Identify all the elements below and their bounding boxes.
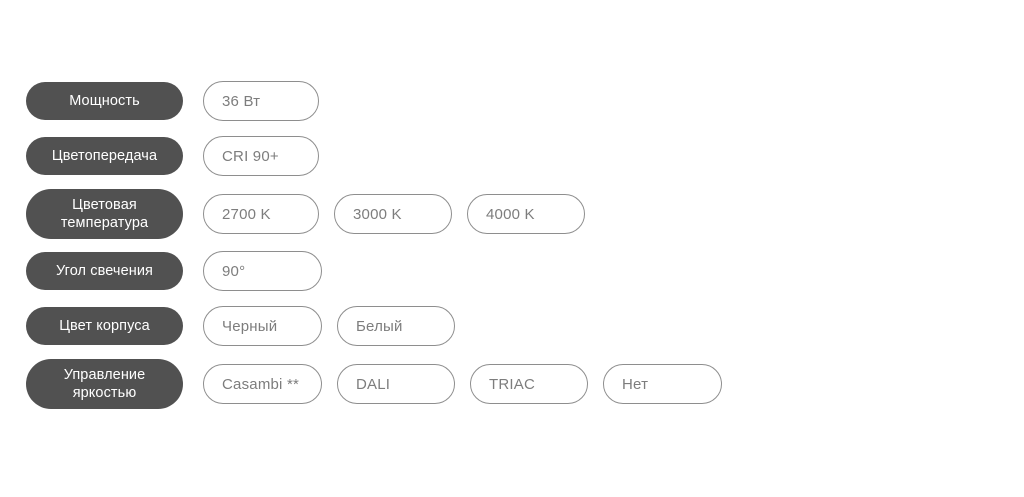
spec-label-housing-color-text: Цвет корпуса — [59, 317, 150, 334]
spec-label-cri: Цветопередача — [26, 137, 183, 175]
spec-label-power: Мощность — [26, 82, 183, 120]
spec-label-beam-angle-text: Угол свечения — [55, 262, 153, 279]
spec-options-color-temperature: 2700 K 3000 K 4000 K — [203, 194, 585, 234]
spec-row-beam-angle: Угол свечения 90° — [26, 251, 322, 291]
spec-label-beam-angle: Угол свечения — [26, 252, 183, 290]
option-beam-90deg[interactable]: 90° — [203, 251, 322, 291]
spec-label-dimming-control: Управление яркостью — [26, 359, 183, 409]
spec-label-housing-color: Цвет корпуса — [26, 307, 183, 345]
spec-options-beam-angle: 90° — [203, 251, 322, 291]
spec-label-dimming-control-text: Управление яркостью — [63, 366, 146, 401]
spec-label-power-text: Мощность — [69, 92, 140, 109]
option-dimming-casambi[interactable]: Casambi ** — [203, 364, 322, 404]
option-dimming-none[interactable]: Нет — [603, 364, 722, 404]
option-cri-90plus[interactable]: CRI 90+ — [203, 136, 319, 176]
option-dimming-triac[interactable]: TRIAC — [470, 364, 588, 404]
spec-row-cri: Цветопередача CRI 90+ — [26, 136, 319, 176]
spec-options-housing-color: Черный Белый — [203, 306, 455, 346]
option-power-36w[interactable]: 36 Вт — [203, 81, 319, 121]
spec-row-housing-color: Цвет корпуса Черный Белый — [26, 306, 455, 346]
spec-label-color-temperature: Цветовая температура — [26, 189, 183, 239]
spec-row-color-temperature: Цветовая температура 2700 K 3000 K 4000 … — [26, 189, 585, 239]
spec-row-power: Мощность 36 Вт — [26, 81, 319, 121]
spec-row-dimming-control: Управление яркостью Casambi ** DALI TRIA… — [26, 359, 722, 409]
option-cct-3000k[interactable]: 3000 K — [334, 194, 452, 234]
option-dimming-dali[interactable]: DALI — [337, 364, 455, 404]
spec-options-dimming-control: Casambi ** DALI TRIAC Нет — [203, 364, 722, 404]
spec-label-cri-text: Цветопередача — [51, 147, 158, 164]
option-housing-black[interactable]: Черный — [203, 306, 322, 346]
spec-options-cri: CRI 90+ — [203, 136, 319, 176]
option-cct-2700k[interactable]: 2700 K — [203, 194, 319, 234]
spec-options-power: 36 Вт — [203, 81, 319, 121]
option-cct-4000k[interactable]: 4000 K — [467, 194, 585, 234]
option-housing-white[interactable]: Белый — [337, 306, 455, 346]
spec-label-color-temperature-text: Цветовая температура — [60, 196, 149, 231]
